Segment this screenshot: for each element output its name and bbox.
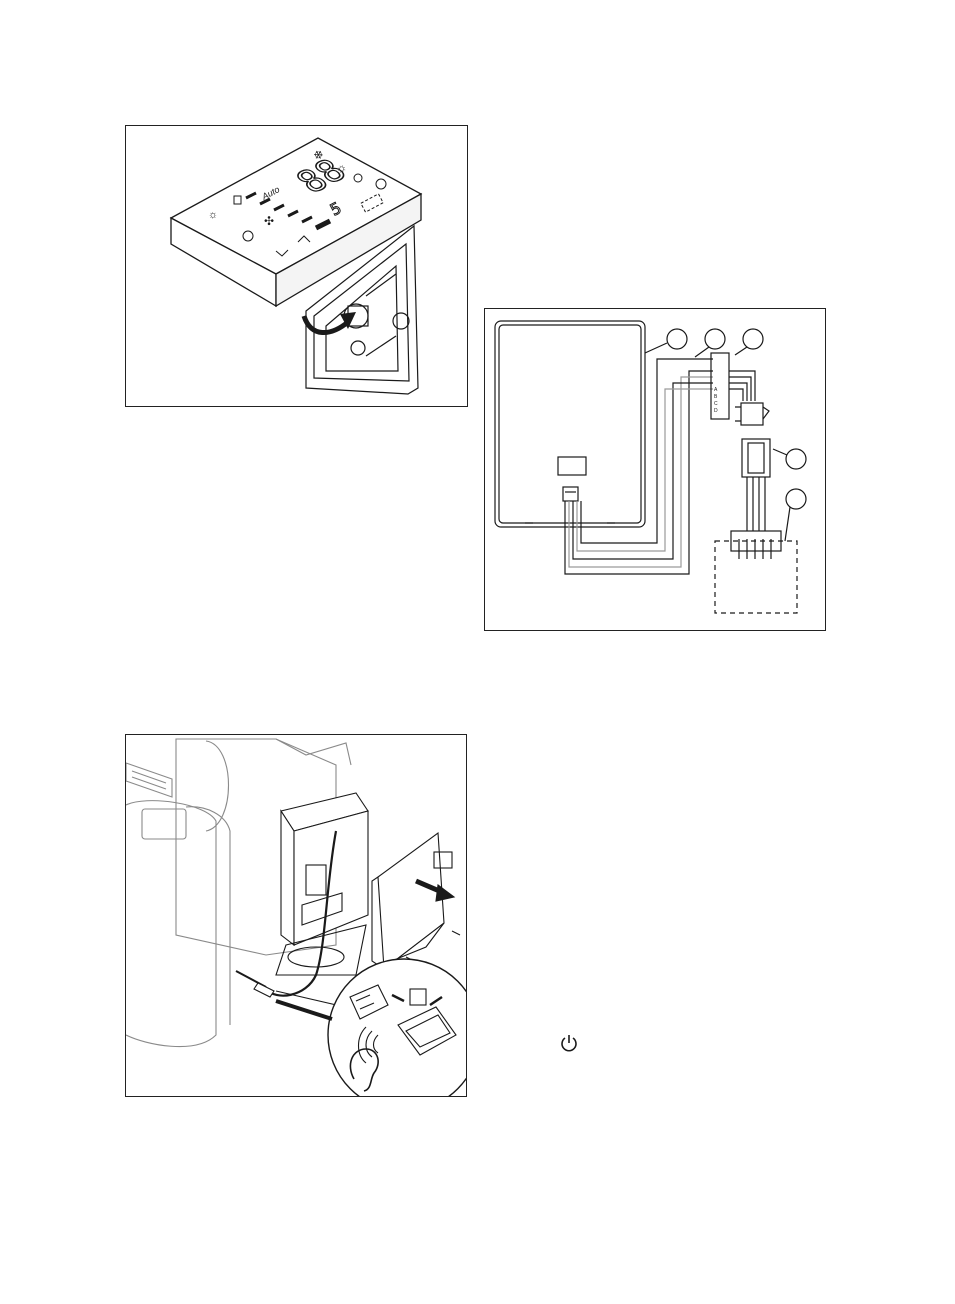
callout-2 — [705, 329, 725, 349]
thermostat-mounting-figure: ❄ ☼ 88 5 Auto ✣ ☼ — [125, 125, 468, 407]
terminal-label-b: B — [714, 394, 718, 400]
callout-4 — [786, 449, 806, 469]
callout-3 — [743, 329, 763, 349]
terminal-label-c: C — [714, 401, 718, 407]
unit-display — [142, 809, 186, 839]
callout-1 — [667, 329, 687, 349]
unit-connection-illustration — [126, 735, 466, 1096]
controller-housing — [495, 321, 645, 527]
callout-5 — [786, 489, 806, 509]
thermostat-illustration: ❄ ☼ 88 5 Auto ✣ ☼ — [126, 126, 467, 406]
cover-panel — [362, 833, 444, 973]
controller-connector — [563, 487, 578, 501]
unit-board-area — [715, 541, 797, 613]
socket-connector — [742, 439, 770, 477]
terminal-label-a: A — [714, 387, 718, 393]
wiring-diagram-figure: A B C D — [484, 308, 826, 631]
fan-icon: ✣ — [264, 214, 274, 228]
unit-connection-figure — [125, 734, 467, 1097]
power-icon — [559, 1033, 579, 1053]
wire-bundle — [565, 359, 713, 574]
terminal-labels: A B C D — [714, 387, 718, 414]
plug-connector — [741, 403, 763, 425]
terminal-label-d: D — [714, 408, 718, 414]
light-icon: ☼ — [208, 209, 218, 221]
controller-label-box — [558, 457, 586, 475]
wiring-diagram: A B C D — [485, 309, 825, 630]
